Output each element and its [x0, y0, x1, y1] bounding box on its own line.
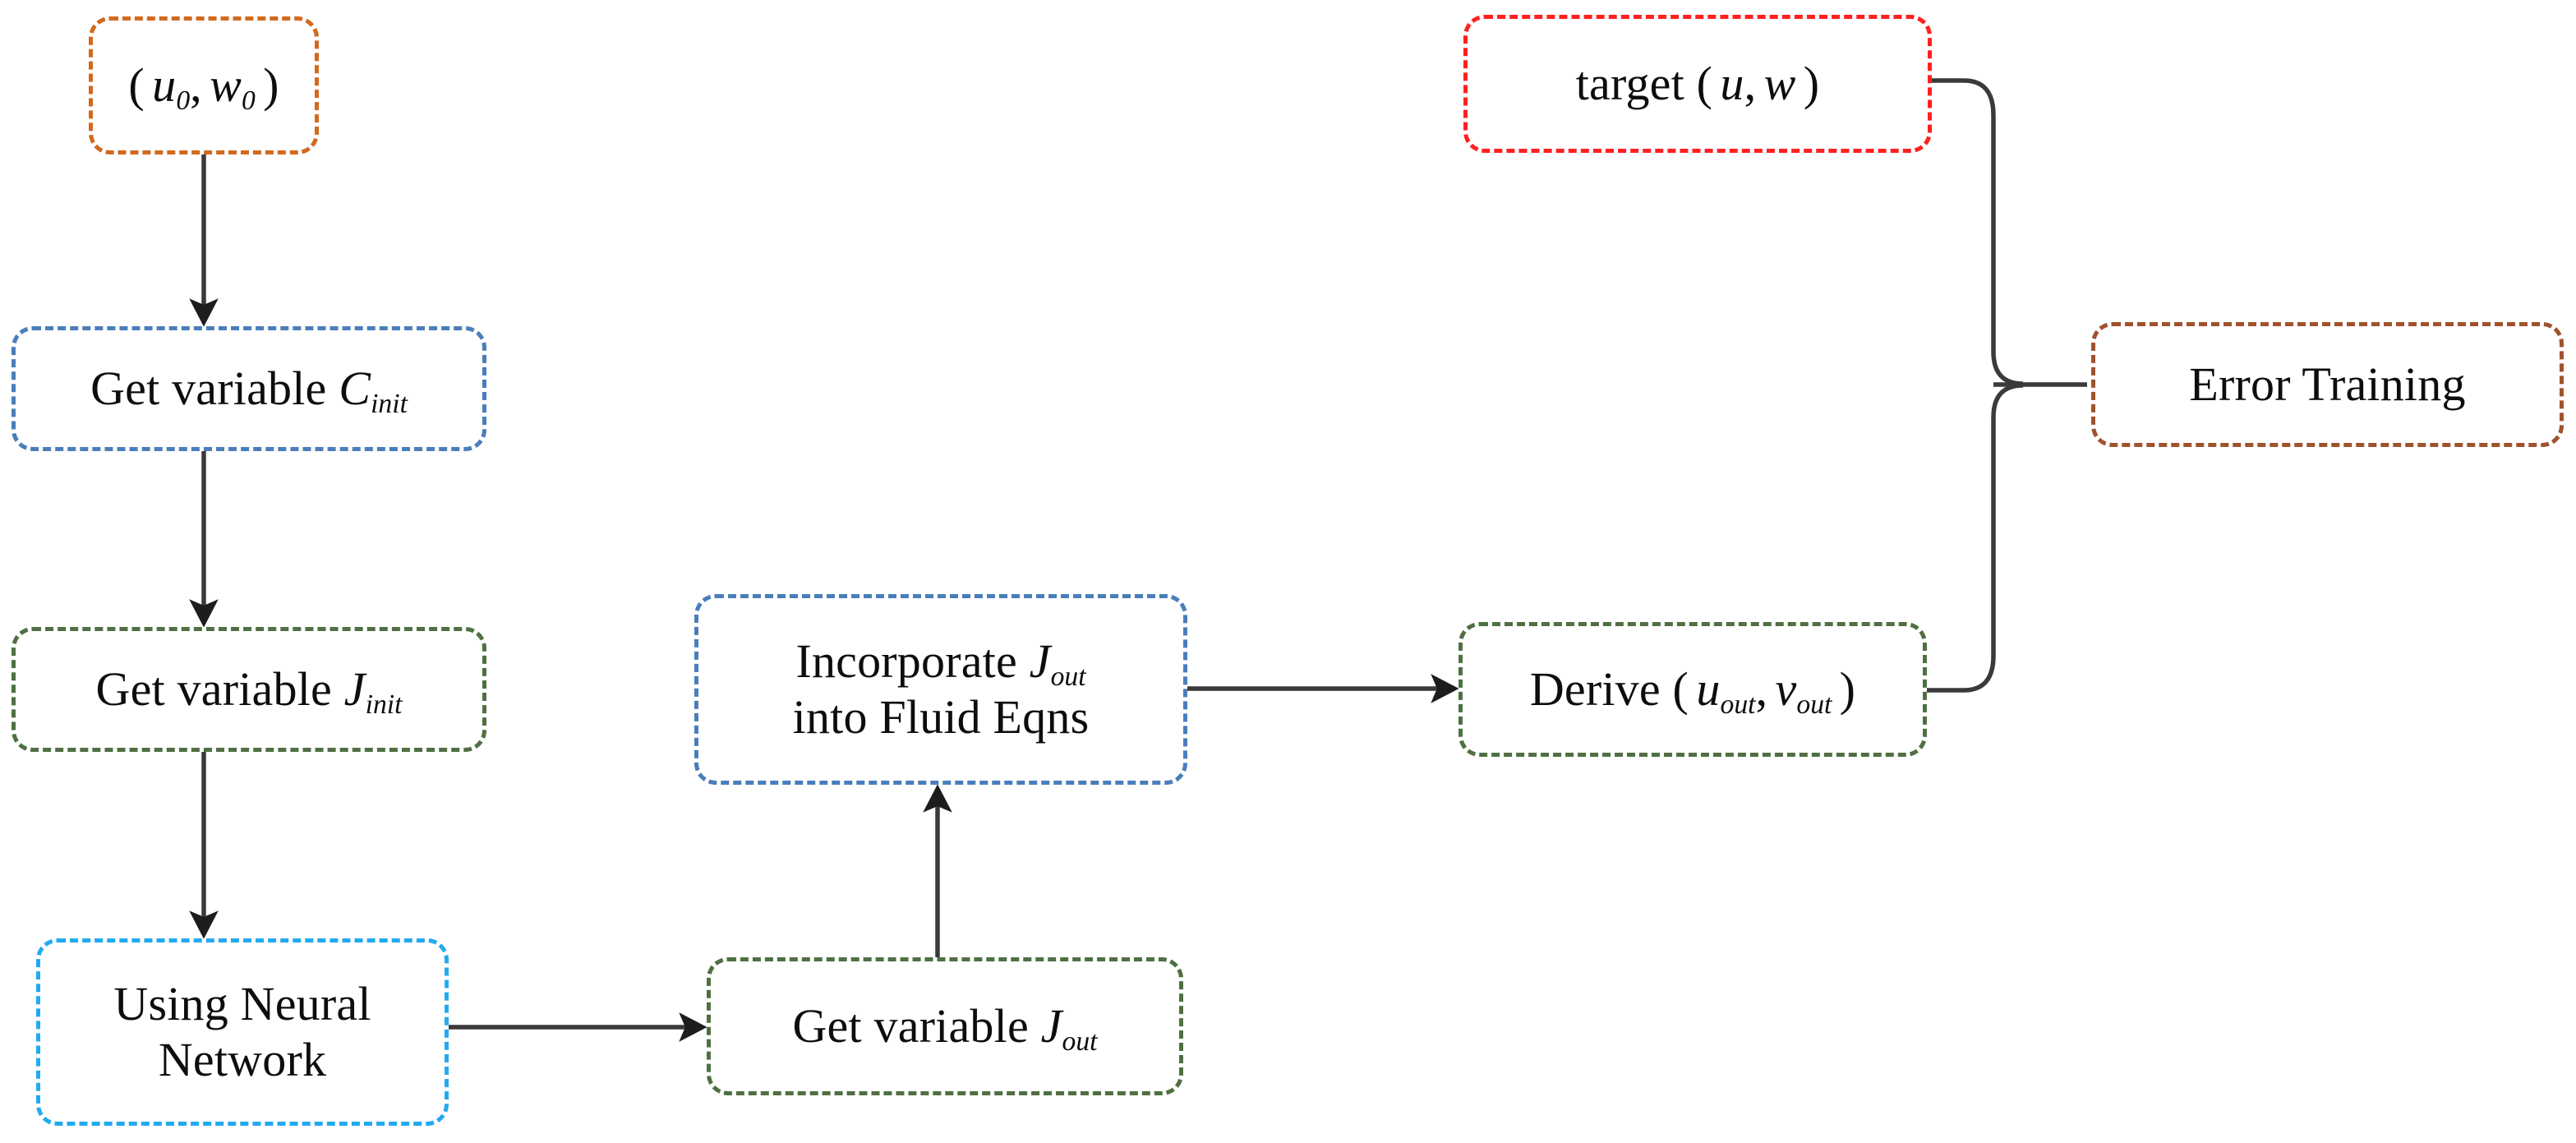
get-variable-c-init-node[interactable]: Get variable Cinit — [12, 326, 486, 451]
get-variable-j-init-label: Get variable Jinit — [95, 662, 403, 721]
edge-target-to-error-training — [1932, 78, 2024, 386]
target-u-w-label: target (u,w) — [1575, 57, 1820, 111]
derive-u-out-v-out-node[interactable]: Derive (uout,vout) — [1459, 622, 1927, 757]
initial-conditions-node[interactable]: (u0,w0) — [89, 16, 319, 154]
edge-derive-to-error-training — [1927, 383, 2024, 693]
get-variable-j-out-node[interactable]: Get variable Jout — [707, 957, 1183, 1095]
get-variable-c-init-label: Get variable Cinit — [90, 362, 408, 420]
using-neural-network-line-2: Network — [158, 1033, 327, 1086]
get-variable-j-out-label: Get variable Jout — [792, 999, 1098, 1058]
get-variable-j-init-node[interactable]: Get variable Jinit — [12, 627, 486, 752]
initial-conditions-label: (u0,w0) — [128, 58, 279, 117]
error-training-node[interactable]: Error Training — [2091, 322, 2564, 447]
derive-u-out-v-out-label: Derive (uout,vout) — [1529, 662, 1856, 721]
target-u-w-node[interactable]: target (u,w) — [1463, 15, 1932, 153]
using-neural-network-line-1: Using Neural — [113, 977, 371, 1031]
error-training-label: Error Training — [2189, 357, 2466, 412]
